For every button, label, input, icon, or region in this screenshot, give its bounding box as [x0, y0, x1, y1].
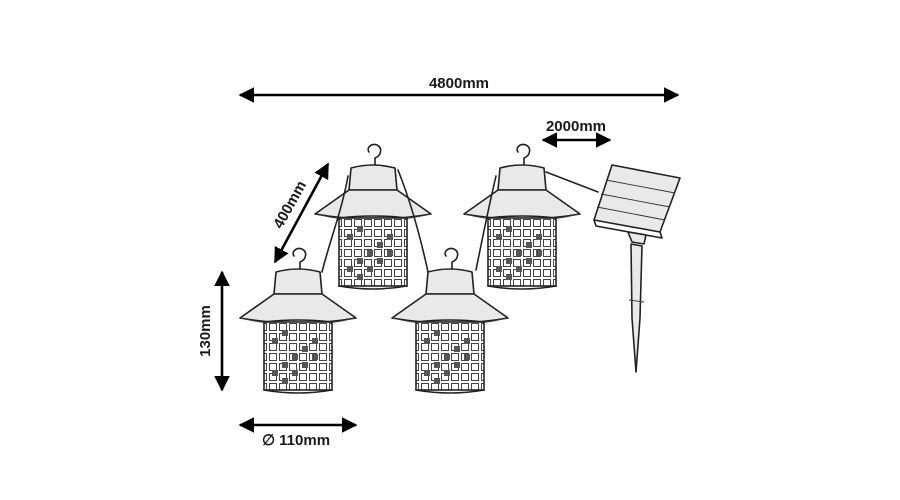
lamp-height-label: 130mm: [197, 305, 214, 357]
string-cable: [321, 169, 599, 273]
lamp-spacing-arrow: [273, 162, 330, 264]
lantern-back-right: [463, 143, 581, 290]
lamp-diameter-label: ∅ 110mm: [262, 432, 330, 449]
panel-cable-label: 2000mm: [546, 118, 606, 135]
lamp-spacing-label: 400mm: [270, 178, 310, 231]
solar-panel: [593, 164, 681, 373]
total-length-label: 4800mm: [429, 75, 489, 92]
